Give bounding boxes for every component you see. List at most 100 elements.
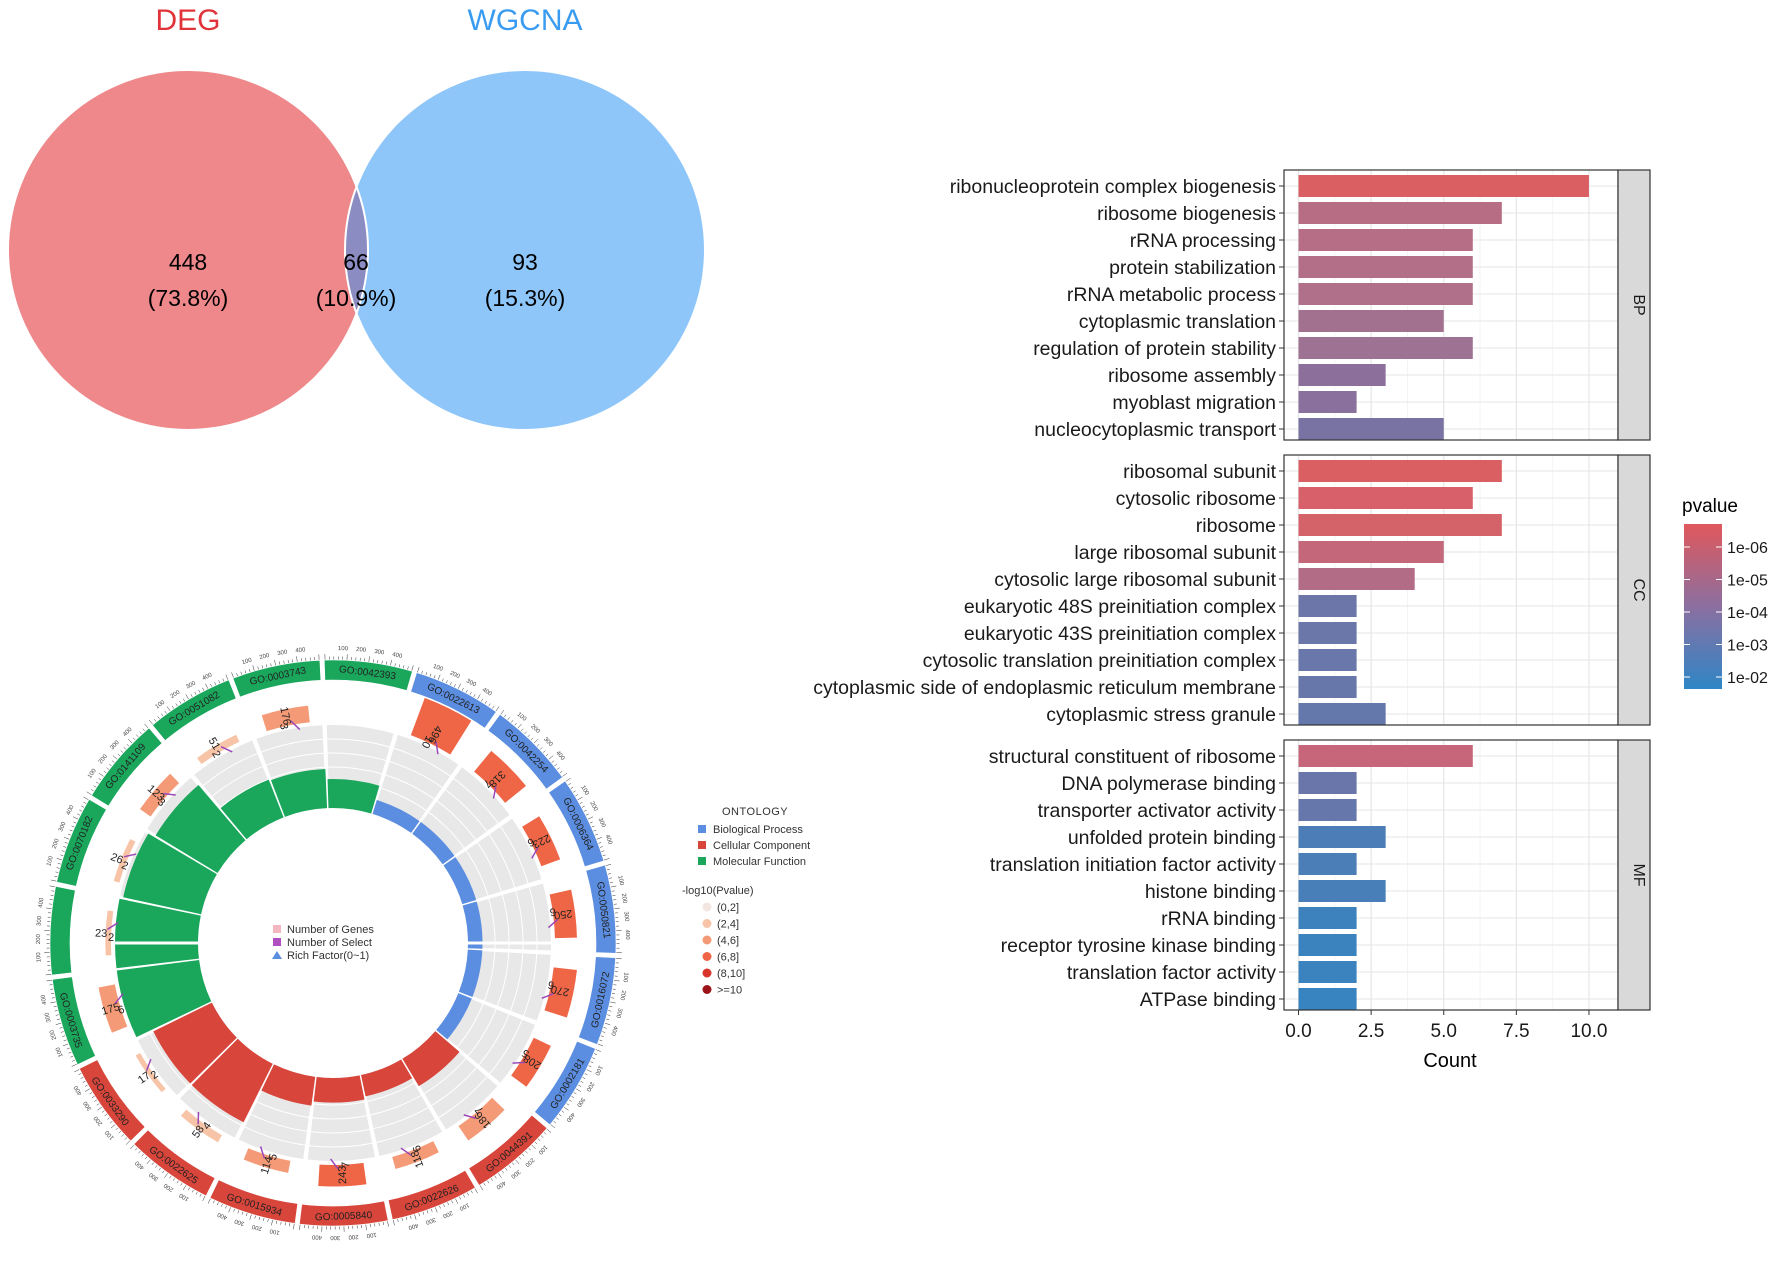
scale-tick (276, 1220, 278, 1224)
scale-tick (248, 668, 251, 672)
scale-tick (527, 734, 530, 738)
bar (1298, 541, 1444, 563)
scale-tick-label: 300 (424, 1216, 436, 1225)
scale-tick-label: 400 (66, 804, 76, 816)
rich-factor-bar (270, 769, 328, 817)
scale-tick (56, 1018, 60, 1020)
scale-tick (50, 993, 55, 995)
scale-tick (202, 1195, 206, 1202)
scale-tick (488, 703, 491, 707)
scale-tick (81, 805, 85, 808)
scale-tick-label: 200 (523, 1156, 535, 1168)
scale-tick (82, 1080, 86, 1083)
facet-strip (1617, 739, 1651, 1011)
gene-count-label: 175 (100, 1001, 121, 1018)
scale-tick (55, 1022, 62, 1025)
rich-factor-bar (114, 898, 201, 969)
term-label: ATPase binding (1140, 989, 1276, 1011)
select-marker (492, 786, 497, 799)
scale-tick (558, 1114, 562, 1117)
scale-tick-label: 400 (564, 1111, 575, 1123)
scale-tick (54, 875, 58, 878)
scale-tick (465, 689, 468, 693)
scale-tick (179, 700, 182, 704)
select-count-label: 3 (277, 722, 290, 730)
scale-tick-label: 300 (330, 1234, 341, 1240)
scale-tick (381, 660, 383, 664)
scale-tick (368, 656, 370, 662)
term-label: eukaryotic 48S preinitiation complex (964, 596, 1276, 618)
scale-tick (130, 1144, 135, 1150)
scale-tick (393, 1219, 395, 1226)
gene-count-label: 176 (277, 706, 292, 726)
scale-tick (591, 825, 595, 828)
scale-tick (236, 673, 238, 677)
ontology-legend-title: ONTOLOGY (722, 806, 788, 818)
scale-tick (576, 1088, 581, 1092)
scale-tick-label: 200 (170, 689, 182, 700)
rich-factor-bar (220, 779, 284, 840)
x-tick-label: 0.0 (1285, 1021, 1311, 1042)
scale-tick (104, 1113, 108, 1117)
select-marker (463, 1114, 476, 1119)
ontology-segment (578, 956, 616, 1045)
scale-tick-label: 400 (624, 930, 630, 941)
ontology-segment (323, 659, 413, 691)
term-label: rRNA metabolic process (1067, 284, 1276, 306)
scale-tick (609, 1005, 613, 1008)
bar (1298, 337, 1473, 359)
scale-tick (142, 728, 145, 732)
ontology-segment (49, 885, 76, 976)
scale-tick-label: 400 (202, 672, 214, 682)
ontology-mf-key (698, 857, 706, 865)
bar (1298, 934, 1357, 956)
term-label: eukaryotic 43S preinitiation complex (964, 623, 1276, 645)
scale-tick (126, 743, 130, 747)
inner-select-label: Number of Select (287, 937, 372, 949)
bar (1298, 310, 1444, 332)
rich-factor-bar (361, 1059, 413, 1097)
ontology-segment (91, 727, 163, 807)
select-marker (531, 847, 539, 859)
scale-tick (584, 1073, 588, 1076)
scale-tick-label: 200 (49, 1028, 58, 1040)
scale-tick (606, 1018, 610, 1021)
term-label: unfolded protein binding (1068, 827, 1276, 849)
scale-tick (50, 1001, 56, 1004)
scale-tick (106, 767, 110, 770)
scale-tick (521, 728, 524, 732)
select-marker (163, 792, 176, 796)
scale-tick (72, 1059, 75, 1062)
scale-tick-label: 100 (621, 972, 628, 983)
scale-tick (605, 863, 612, 866)
scale-tick (139, 731, 142, 735)
scale-tick (84, 1088, 90, 1092)
scale-tick (175, 703, 178, 707)
scale-tick (53, 1005, 57, 1008)
scale-tick (185, 694, 189, 700)
scale-tick (582, 1077, 586, 1079)
scale-tick (540, 1135, 544, 1138)
term-label: large ribosomal subunit (1074, 542, 1276, 564)
scale-tick (91, 789, 94, 792)
scale-tick (599, 1039, 603, 1042)
scale-tick (596, 837, 603, 840)
scale-tick (124, 1137, 128, 1140)
rich-factor-bar (153, 1002, 237, 1084)
scale-tick-label: 100 (458, 1201, 470, 1211)
scale-tick-label: 100 (241, 657, 253, 666)
scale-tick (172, 1178, 176, 1181)
scale-tick (550, 1124, 556, 1129)
rich-factor-bar (155, 784, 246, 873)
legend-tick-label: 1e-03 (1727, 638, 1768, 655)
inner-select-key (273, 938, 281, 946)
inner-rich-label: Rich Factor(0~1) (287, 950, 369, 962)
facet-strip-label: MF (1630, 863, 1647, 886)
gene-count-bar (410, 697, 472, 755)
select-count-label: 4 (201, 1120, 214, 1132)
term-label: rRNA binding (1161, 908, 1276, 930)
select-count-label: 7 (340, 1161, 352, 1168)
bar (1298, 649, 1357, 671)
